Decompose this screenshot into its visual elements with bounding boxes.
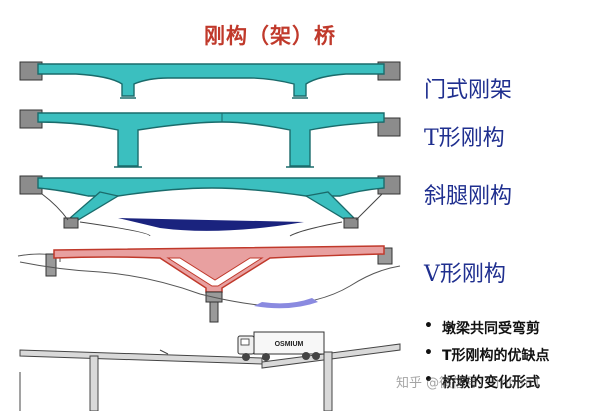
left-footing	[63, 217, 79, 229]
truck-wheel	[242, 353, 250, 361]
deck-crack	[159, 349, 169, 355]
truck-wheel	[262, 353, 270, 361]
t-frame-bridge	[19, 109, 401, 168]
moment-diagram	[118, 218, 304, 231]
truck: OSMIUM	[237, 331, 325, 361]
truck-trailer	[253, 331, 325, 355]
label-portal-frame: 门式刚架	[424, 78, 513, 103]
bullet-list: 墩梁共同受弯剪 T形刚构的优缺点 桥墩的变化形式	[420, 318, 603, 399]
ground-line-right	[289, 221, 343, 237]
v-frame-bridge	[17, 245, 401, 323]
bullet-item: 桥墩的变化形式	[420, 372, 603, 392]
ground-profile	[19, 261, 401, 307]
label-slant-leg-frame: 斜腿刚构	[424, 184, 513, 209]
truck-wheel	[302, 352, 310, 360]
truck-label: OSMIUM	[275, 341, 304, 348]
left-pier	[89, 355, 99, 411]
v-pier-column	[209, 301, 219, 323]
portal-frame-bridge	[19, 61, 401, 99]
watermark: 知乎 @微信号：fmbim1	[396, 376, 542, 391]
right-pier	[323, 351, 333, 411]
ground-line-left	[79, 221, 151, 237]
right-slope	[355, 193, 383, 221]
v-legs-opening	[166, 257, 264, 287]
bullet-item: T形刚构的优缺点	[420, 345, 603, 365]
left-abutment	[45, 253, 57, 277]
right-footing	[343, 217, 359, 229]
left-slope	[41, 193, 69, 221]
t-frame-girder	[37, 112, 385, 167]
portal-girder	[37, 63, 385, 97]
truck-wheel	[312, 352, 320, 360]
label-t-frame: T形刚构	[424, 126, 505, 151]
right-slant-leg	[304, 191, 356, 221]
bullet-item: 墩梁共同受弯剪	[420, 318, 603, 338]
water	[254, 298, 318, 309]
label-v-frame: V形刚构	[424, 262, 506, 287]
slant-leg-girder	[37, 177, 385, 197]
left-deck	[19, 349, 263, 365]
bottom-bridge: OSMIUM	[19, 331, 401, 411]
slide-title: 刚构（架）桥	[204, 24, 336, 48]
truck-window	[240, 338, 250, 346]
slant-leg-frame-bridge	[19, 175, 401, 237]
